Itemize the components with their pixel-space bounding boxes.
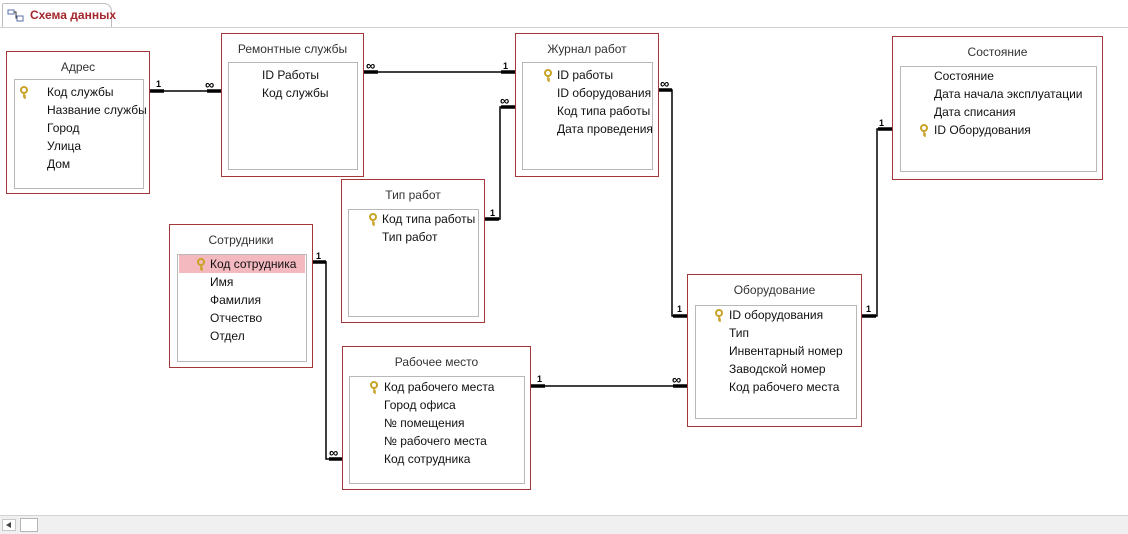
horizontal-scrollbar[interactable]: [0, 515, 1128, 534]
field-name[interactable]: Название службы: [47, 103, 147, 117]
field-equipment-id[interactable]: ID оборудования: [557, 86, 652, 100]
field-equipment-id[interactable]: ID оборудования: [697, 306, 855, 324]
field-department[interactable]: Отдел: [210, 329, 245, 343]
primary-key-icon: [919, 124, 929, 137]
field-inventory-number[interactable]: Инвентарный номер: [729, 344, 843, 358]
field-work-id[interactable]: ID Работы: [262, 68, 320, 82]
table-title: Рабочее место: [394, 355, 479, 369]
field-workplace-code[interactable]: Код рабочего места: [351, 378, 523, 396]
field-key[interactable]: Код службы: [16, 83, 142, 101]
cardinality-one: 1: [156, 79, 162, 89]
field-type[interactable]: Тип: [729, 326, 750, 340]
field-equipment-id[interactable]: ID Оборудования: [902, 121, 1095, 139]
field-serial-number[interactable]: Заводской номер: [729, 362, 826, 376]
field-workplace-code[interactable]: Код рабочего места: [729, 380, 840, 394]
table-title: Журнал работ: [547, 42, 627, 56]
relation-line-equipment-state: [862, 128, 892, 317]
relationships-canvas[interactable]: 1 ∞ ∞ 1 1 ∞ ∞ 1 1 1 1 ∞ 1 ∞ Адрес Код сл…: [0, 27, 1128, 515]
field-list[interactable]: Код службы Название службы Город Улица Д…: [14, 79, 147, 189]
field-last-name[interactable]: Фамилия: [210, 293, 261, 307]
field-workplace-number[interactable]: № рабочего места: [384, 434, 487, 448]
tab-label: Схема данных: [30, 8, 116, 22]
field-start-date[interactable]: Дата начала эксплуатации: [934, 87, 1083, 101]
table-workplace[interactable]: Рабочее место Код рабочего места Город о…: [342, 346, 531, 490]
scroll-left-arrow-icon[interactable]: [2, 519, 16, 531]
field-patronymic[interactable]: Отчество: [210, 311, 263, 325]
cardinality-many: ∞: [329, 445, 338, 460]
field-first-name[interactable]: Имя: [210, 275, 234, 289]
cardinality-many: ∞: [366, 58, 375, 73]
cardinality-many: ∞: [205, 77, 214, 92]
table-title: Оборудование: [733, 283, 816, 297]
cardinality-one: 1: [866, 304, 872, 314]
scrollbar-thumb[interactable]: [20, 518, 38, 532]
field-employee-code[interactable]: Код сотрудника: [384, 452, 471, 466]
field-date[interactable]: Дата проведения: [557, 122, 653, 136]
field-work-type-code[interactable]: Код типа работы: [350, 210, 477, 228]
field-street[interactable]: Улица: [47, 139, 82, 153]
primary-key-icon: [369, 381, 379, 394]
relation-line-employees-workplace: [313, 261, 343, 460]
table-title: Ремонтные службы: [237, 42, 348, 56]
field-list[interactable]: Код сотрудника Имя Фамилия Отчество Отде…: [177, 254, 307, 362]
field-work-type[interactable]: Тип работ: [382, 230, 438, 244]
tab-relationships[interactable]: Схема данных: [2, 3, 116, 27]
relation-line-worktype-journal: [485, 106, 515, 220]
table-title: Адрес: [60, 60, 96, 74]
table-equipment[interactable]: Оборудование ID оборудования Тип Инвента…: [687, 274, 862, 427]
field-office-city[interactable]: Город офиса: [384, 398, 456, 412]
table-title: Сотрудники: [208, 233, 274, 247]
cardinality-one: 1: [537, 374, 543, 384]
field-list[interactable]: Код рабочего места Город офиса № помещен…: [349, 376, 525, 484]
document-tab-bar: Схема данных: [0, 0, 1128, 28]
table-work-journal[interactable]: Журнал работ ID работы ID оборудования К…: [515, 33, 659, 177]
field-decommission-date[interactable]: Дата списания: [934, 105, 1016, 119]
cardinality-many: ∞: [500, 93, 509, 108]
primary-key-icon: [543, 69, 553, 82]
field-room-number[interactable]: № помещения: [384, 416, 465, 430]
primary-key-icon: [714, 309, 724, 322]
table-work-type[interactable]: Тип работ Код типа работы Тип работ: [341, 179, 485, 323]
field-work-id[interactable]: ID работы: [524, 66, 651, 84]
field-list[interactable]: Код типа работы Тип работ: [348, 209, 479, 317]
cardinality-many: ∞: [672, 372, 681, 387]
cardinality-one: 1: [677, 304, 683, 314]
cardinality-many: ∞: [660, 76, 669, 91]
table-employees[interactable]: Сотрудники Код сотрудника Имя Фамилия От…: [169, 224, 313, 368]
field-work-type-code[interactable]: Код типа работы: [557, 104, 651, 118]
field-house[interactable]: Дом: [47, 157, 71, 171]
cardinality-one: 1: [503, 61, 509, 71]
field-list[interactable]: ID работы ID оборудования Код типа работ…: [522, 62, 653, 170]
table-state[interactable]: Состояние Состояние Дата начала эксплуат…: [892, 36, 1103, 180]
field-state[interactable]: Состояние: [934, 69, 994, 83]
field-employee-code[interactable]: Код сотрудника: [179, 255, 305, 273]
cardinality-one: 1: [490, 208, 496, 218]
table-address[interactable]: Адрес Код службы Название службы Город У…: [6, 51, 150, 194]
table-title: Тип работ: [385, 188, 441, 202]
relationship-lines: [150, 70, 892, 461]
primary-key-icon: [19, 86, 29, 99]
field-list[interactable]: ID оборудования Тип Инвентарный номер За…: [695, 305, 857, 419]
field-city[interactable]: Город: [47, 121, 80, 135]
table-title: Состояние: [967, 45, 1028, 59]
relationships-icon: [7, 9, 24, 22]
cardinality-one: 1: [879, 118, 885, 128]
field-list[interactable]: Состояние Дата начала эксплуатации Дата …: [900, 66, 1097, 172]
relation-line-journal-equipment: [659, 89, 687, 317]
table-repair-services[interactable]: Ремонтные службы ID Работы Код службы: [221, 33, 364, 177]
field-service-code[interactable]: Код службы: [262, 86, 329, 100]
cardinality-one: 1: [316, 251, 322, 261]
primary-key-icon: [368, 213, 378, 226]
field-list[interactable]: ID Работы Код службы: [228, 62, 358, 170]
primary-key-icon: [196, 258, 206, 271]
